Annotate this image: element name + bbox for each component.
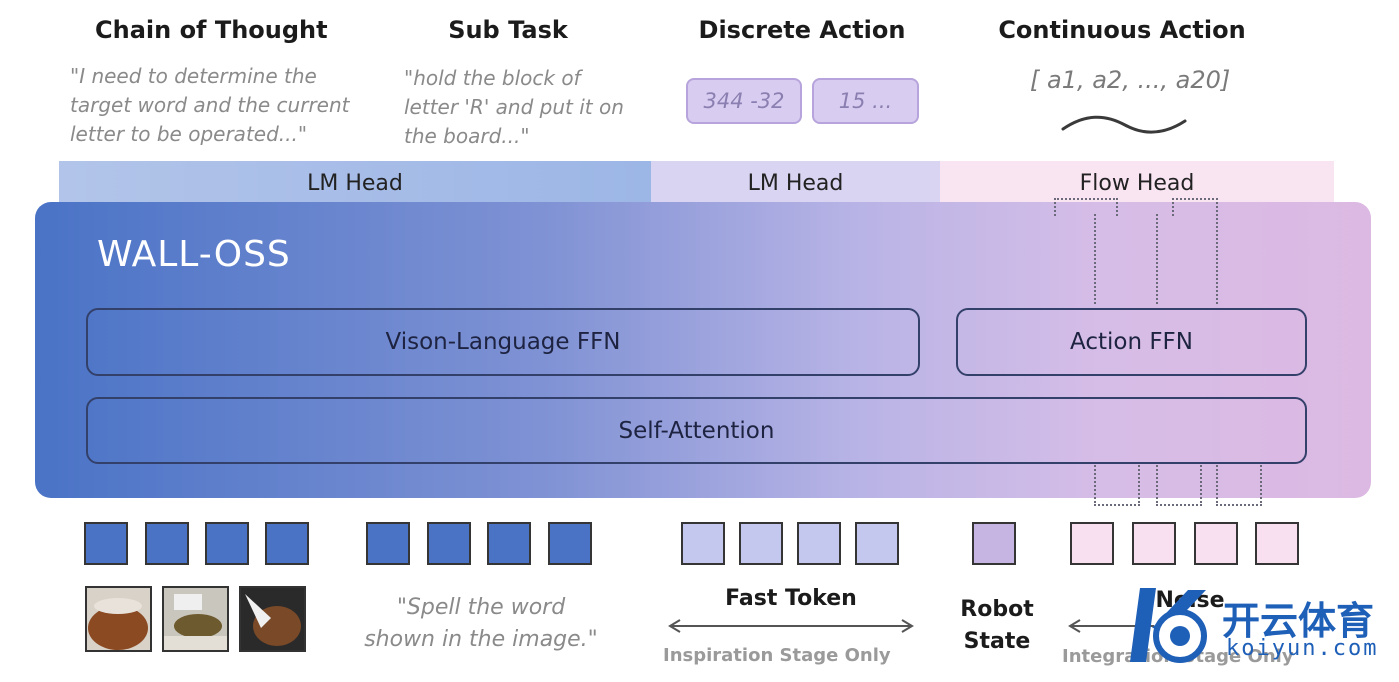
- camera-thumbnail: [162, 586, 229, 652]
- robot-state-token: [972, 522, 1016, 565]
- continuous-action-vector: [ a1, a2, ..., a20]: [1030, 66, 1231, 94]
- watermark-brand-url: koiyun.com: [1226, 636, 1379, 661]
- lm-head-band-reasoning: LM Head: [59, 161, 651, 205]
- chain-of-thought-line: letter to be operated...": [70, 122, 308, 146]
- vision-language-ffn-box: Vison-Language FFN: [86, 308, 920, 376]
- sub-task-text: "hold the block of letter 'R' and put it…: [404, 64, 624, 151]
- robot-state-line: State: [963, 629, 1031, 654]
- image-token: [205, 522, 249, 565]
- watermark-brand-cn: 开云体育: [1222, 599, 1375, 643]
- col-title-chain-of-thought: Chain of Thought: [95, 16, 328, 44]
- fast-token: [855, 522, 899, 565]
- robot-state-label: Robot State: [950, 594, 1044, 658]
- image-token: [84, 522, 128, 565]
- noise-token: [1194, 522, 1238, 565]
- self-attention-box: Self-Attention: [86, 397, 1307, 464]
- fast-token: [739, 522, 783, 565]
- camera-thumbnail: [239, 586, 306, 652]
- double-arrow-icon: [668, 619, 914, 633]
- chain-of-thought-text: "I need to determine the target word and…: [70, 62, 350, 149]
- image-token: [265, 522, 309, 565]
- sub-task-line: letter 'R' and put it on: [404, 95, 624, 119]
- flow-path-dotted: [1172, 198, 1218, 216]
- lm-head-band-discrete: LM Head: [651, 161, 940, 205]
- instruction-line: shown in the image.": [364, 627, 598, 652]
- noise-token: [1132, 522, 1176, 565]
- text-token: [487, 522, 531, 565]
- continuous-wave-icon: [1061, 115, 1187, 134]
- wall-oss-model-box: [35, 202, 1371, 498]
- flow-path-dotted: [1216, 214, 1218, 304]
- flow-head-band: Flow Head: [940, 161, 1334, 205]
- chain-of-thought-line: target word and the current: [70, 93, 350, 117]
- flow-path-dotted: [1054, 198, 1118, 216]
- instruction-prompt: "Spell the word shown in the image.": [356, 592, 606, 656]
- flow-path-dotted: [1156, 462, 1202, 506]
- fast-token: [797, 522, 841, 565]
- image-token: [145, 522, 189, 565]
- col-title-continuous-action: Continuous Action: [998, 16, 1246, 44]
- fast-token-label: Fast Token: [725, 586, 857, 611]
- camera-thumbnail: [85, 586, 152, 652]
- text-token: [548, 522, 592, 565]
- model-title: WALL-OSS: [97, 234, 291, 275]
- text-token: [427, 522, 471, 565]
- instruction-line: "Spell the word: [396, 595, 566, 620]
- koiyun-logo-icon: [1130, 588, 1207, 663]
- chain-of-thought-line: "I need to determine the: [70, 64, 317, 88]
- flow-path-dotted: [1216, 462, 1262, 506]
- discrete-token-chip: 344 -32: [686, 78, 802, 124]
- text-token: [366, 522, 410, 565]
- flow-path-dotted: [1094, 214, 1096, 304]
- noise-token: [1255, 522, 1299, 565]
- action-ffn-box: Action FFN: [956, 308, 1307, 376]
- noise-token: [1070, 522, 1114, 565]
- discrete-token-chip: 15 ...: [812, 78, 919, 124]
- flow-path-dotted: [1156, 214, 1158, 304]
- flow-path-dotted: [1094, 462, 1140, 506]
- fast-token: [681, 522, 725, 565]
- fast-token-stage-note: Inspiration Stage Only: [663, 645, 891, 666]
- sub-task-line: "hold the block of: [404, 66, 581, 90]
- col-title-sub-task: Sub Task: [448, 16, 568, 44]
- sub-task-line: the board...": [404, 124, 530, 148]
- col-title-discrete-action: Discrete Action: [698, 16, 906, 44]
- robot-state-line: Robot: [960, 597, 1034, 622]
